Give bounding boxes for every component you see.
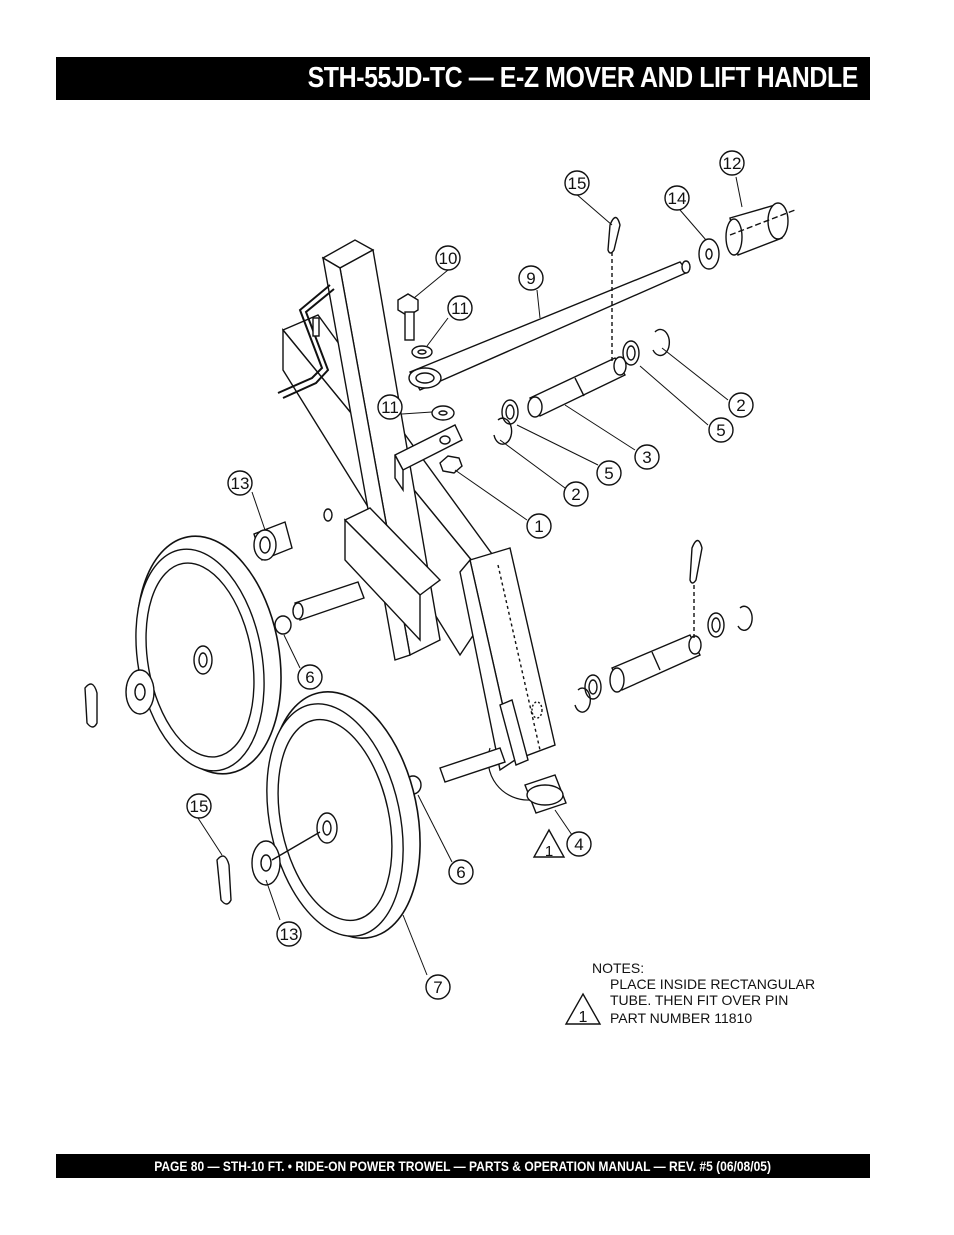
callout-9: 9	[518, 265, 544, 291]
svg-text:15: 15	[568, 174, 587, 193]
svg-text:5: 5	[716, 421, 725, 440]
svg-text:14: 14	[668, 189, 687, 208]
svg-text:12: 12	[723, 154, 742, 173]
callout-6-upper: 6	[297, 664, 323, 690]
callout-13-lower: 13	[276, 921, 302, 947]
callout-15-top: 15	[564, 170, 590, 196]
svg-text:7: 7	[433, 978, 442, 997]
svg-text:13: 13	[280, 925, 299, 944]
svg-text:6: 6	[456, 863, 465, 882]
svg-text:15: 15	[190, 797, 209, 816]
lower-pin-assembly	[439, 539, 753, 814]
leader-lines	[197, 176, 743, 976]
svg-text:1: 1	[545, 843, 553, 860]
callout-4: 4	[566, 831, 592, 857]
callout-5-left: 5	[596, 460, 622, 486]
page-footer: PAGE 80 — STH-10 FT. • RIDE-ON POWER TRO…	[154, 1158, 772, 1174]
lower-wheel	[216, 691, 421, 939]
svg-text:2: 2	[571, 485, 580, 504]
callout-2-left: 2	[563, 481, 589, 507]
svg-text:2: 2	[736, 396, 745, 415]
callout-11-lower: 11	[377, 394, 403, 420]
notes-block: NOTES: PLACE INSIDE RECTANGULAR TUBE. TH…	[564, 960, 815, 1026]
upper-axle	[253, 521, 422, 795]
page-title: STH-55JD-TC — E-Z MOVER AND LIFT HANDLE	[307, 62, 859, 94]
svg-text:11: 11	[451, 299, 469, 318]
svg-text:5: 5	[604, 464, 613, 483]
callout-7: 7	[425, 974, 451, 1000]
svg-text:4: 4	[574, 835, 583, 854]
callout-2-right: 2	[728, 392, 754, 418]
callout-11-upper: 11	[447, 295, 473, 321]
svg-text:10: 10	[439, 249, 458, 268]
upper-wheel	[84, 535, 282, 775]
svg-text:1: 1	[534, 517, 543, 536]
callout-12: 12	[719, 150, 745, 176]
page-title-bar: STH-55JD-TC — E-Z MOVER AND LIFT HANDLE	[56, 57, 870, 100]
callout-5-right: 5	[708, 417, 734, 443]
svg-text:11: 11	[381, 398, 399, 417]
callout-13-upper: 13	[227, 470, 253, 496]
callout-3: 3	[634, 444, 660, 470]
svg-text:9: 9	[526, 269, 535, 288]
svg-text:3: 3	[642, 448, 651, 467]
page-footer-bar: PAGE 80 — STH-10 FT. • RIDE-ON POWER TRO…	[56, 1154, 870, 1178]
svg-text:1: 1	[579, 1009, 588, 1026]
svg-text:13: 13	[231, 474, 250, 493]
callout-10: 10	[435, 245, 461, 271]
callout-1: 1	[526, 513, 552, 539]
upper-pin-assembly	[397, 202, 796, 474]
notes-line-1: PLACE INSIDE RECTANGULAR	[610, 976, 815, 992]
notes-line-3: PART NUMBER 11810	[610, 1010, 752, 1026]
svg-text:6: 6	[305, 668, 314, 687]
callout-15-lower: 15	[186, 793, 212, 819]
notes-triangle-symbol	[564, 992, 602, 1025]
frame-assembly	[277, 239, 556, 772]
notes-line-2: TUBE. THEN FIT OVER PIN	[610, 992, 788, 1008]
callout-14: 14	[664, 185, 690, 211]
callout-6-lower: 6	[448, 859, 474, 885]
notes-heading: NOTES:	[592, 960, 644, 976]
callout-4-note-triangle: 1	[532, 828, 566, 860]
